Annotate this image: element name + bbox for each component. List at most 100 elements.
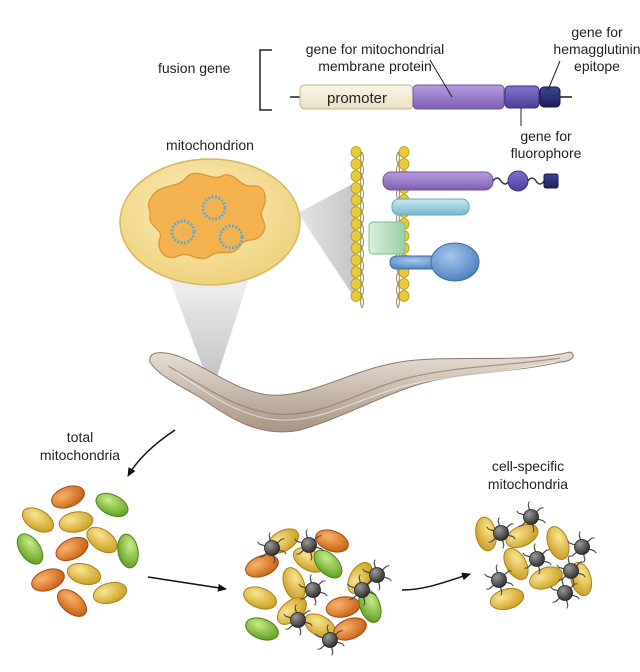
fusion-gene-construct: fusion gene promoter gene for mitochondr… <box>158 24 640 161</box>
cell-specific-label-line1: cell-specific <box>492 458 564 474</box>
antibody-bead <box>522 543 552 575</box>
ha-epitope-tag <box>543 173 559 189</box>
cell-specific-label-line2: mitochondria <box>488 476 568 492</box>
mitochondrion-particle <box>66 562 102 586</box>
ha-linker <box>527 177 545 185</box>
antibody-bead <box>362 559 392 591</box>
labeled-to-specific-arrow <box>401 572 471 591</box>
mitochondrion-particle <box>55 536 89 562</box>
fusion-gene-bracket <box>259 49 272 111</box>
antibody-bead <box>516 501 546 533</box>
ha-gene-pointer <box>547 60 561 91</box>
fluorophore-gene-label-line2: fluorophore <box>511 145 582 161</box>
total-to-labeled-arrow <box>147 576 227 592</box>
membrane-gene-label-line2: membrane protein <box>318 58 432 74</box>
lipid-bilayer-tails <box>360 151 400 309</box>
lipid-tail <box>360 223 400 237</box>
lipid-head <box>398 290 410 302</box>
mitochondrion-particle <box>117 533 139 569</box>
antibody-bead <box>257 532 287 564</box>
mitochondrial-membrane <box>350 146 559 309</box>
mitochondrion-particle <box>489 587 525 611</box>
mitochondrion-particle <box>31 568 65 592</box>
ha-gene-label-line3: epitope <box>574 58 620 74</box>
lipid-tail <box>360 295 400 309</box>
mitochondrion-particle <box>95 492 129 518</box>
lipid-head <box>350 194 362 206</box>
mitochondrion-particle <box>51 485 85 509</box>
fluorophore-gene-label-line1: gene for <box>520 128 572 144</box>
antibody-bead <box>283 604 313 636</box>
lipid-head <box>350 218 362 230</box>
antibody-bead <box>484 564 514 596</box>
membrane-zoom-cone <box>298 182 356 300</box>
mitochondrial-dna-circles <box>170 195 244 250</box>
mitochondrion-particle <box>505 523 539 549</box>
fusion-protein-linker <box>492 177 510 185</box>
worm-gut-line-2 <box>175 361 557 421</box>
worm-to-total-arrow <box>127 429 176 477</box>
worm-gut-line <box>167 357 561 416</box>
lipid-head <box>398 158 410 170</box>
mitochondrion-label: mitochondrion <box>166 137 254 153</box>
membrane-gene-pointer <box>429 59 453 98</box>
promoter-label: promoter <box>327 90 387 107</box>
mitochondrion-particle <box>529 566 563 590</box>
lipid-tail <box>360 163 400 177</box>
antibody-bead <box>315 624 345 656</box>
worm-body <box>149 351 574 433</box>
mitochondrion-particle <box>16 533 44 565</box>
lipid-tail <box>360 259 400 273</box>
ha-gene-label-line1: gene for <box>571 24 623 40</box>
lipid-head <box>350 230 362 242</box>
ha-gene-label-line2: hemagglutinin <box>553 41 640 57</box>
mitochondrion-particle <box>315 529 349 553</box>
mitochondrion-particle <box>546 526 570 560</box>
antibody-bead <box>347 574 377 606</box>
antibody-bead <box>294 529 324 561</box>
fluorophore-gene-segment <box>504 85 540 109</box>
bead-labeled-mitochondria-cluster <box>243 528 392 656</box>
total-mitochondria-label-line2: mitochondria <box>40 447 120 463</box>
lipid-tail <box>360 271 400 285</box>
lipid-head <box>350 290 362 302</box>
green-membrane-protein <box>368 221 406 255</box>
lipid-tail <box>360 211 400 225</box>
lipid-tail <box>360 247 400 261</box>
mitochondrion-particle <box>86 526 118 554</box>
mitochondrion-particle <box>56 589 88 617</box>
total-mitochondria-cluster <box>16 485 139 617</box>
lipid-tail <box>360 187 400 201</box>
antibody-bead <box>298 574 328 606</box>
lipid-head <box>350 206 362 218</box>
total-mitochondria-label-line1: total <box>67 429 93 445</box>
lipid-head <box>350 170 362 182</box>
mitochondrion-particle <box>243 586 277 610</box>
worm-zoom-cone <box>168 275 250 392</box>
antibody-bead <box>567 531 597 563</box>
antibody-bead <box>486 517 516 549</box>
mitochondrion-particle <box>503 547 529 581</box>
c-elegans-worm <box>149 351 574 433</box>
lipid-tail <box>360 235 400 249</box>
lipid-tail <box>360 283 400 297</box>
lipid-head <box>350 158 362 170</box>
ha-epitope-gene-segment <box>539 86 561 108</box>
lipid-head <box>350 242 362 254</box>
lipid-tail <box>360 199 400 213</box>
mitochondrion-particle <box>245 554 279 578</box>
antibody-bead <box>556 555 586 587</box>
cell-specific-mitochondria-cluster <box>475 501 597 611</box>
membrane-gene-label-line1: gene for mitochondrial <box>306 41 445 57</box>
blue-membrane-protein <box>389 242 480 282</box>
fusion-protein-membrane-domain <box>382 171 494 191</box>
lipid-head <box>350 266 362 278</box>
mitochondrion-particle <box>313 549 343 579</box>
lipid-tail <box>360 175 400 189</box>
mitochondrion-particle <box>245 617 279 641</box>
mitochondrion-particle <box>21 507 55 533</box>
lipid-head <box>350 146 362 158</box>
mitochondrion-particle <box>58 511 94 533</box>
lipid-head <box>350 182 362 194</box>
